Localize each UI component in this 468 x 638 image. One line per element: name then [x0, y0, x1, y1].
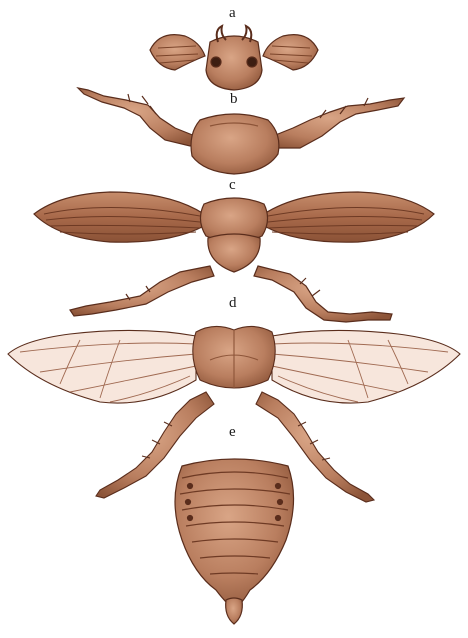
- label-a: a: [229, 6, 236, 21]
- right-middle-leg: [254, 266, 392, 322]
- label-e: e: [229, 425, 236, 440]
- right-lamellate-antenna: [263, 35, 318, 70]
- mesosternum: [208, 234, 260, 272]
- spiracle: [276, 484, 281, 489]
- right-elytron: [264, 192, 434, 242]
- right-eye: [247, 57, 257, 67]
- prothorax-part-b: [78, 88, 404, 174]
- label-c: c: [229, 178, 236, 193]
- left-elytron: [34, 192, 204, 242]
- label-d: d: [229, 296, 237, 311]
- spiracle: [188, 516, 193, 521]
- right-foreleg: [268, 98, 404, 148]
- head-part-a: [150, 26, 318, 90]
- spiracle: [278, 500, 283, 505]
- label-b: b: [230, 92, 238, 107]
- left-lamellate-antenna: [150, 35, 205, 70]
- left-foreleg: [78, 88, 200, 146]
- spiracle: [188, 484, 193, 489]
- spiracle: [186, 500, 191, 505]
- left-eye: [211, 57, 221, 67]
- pygidium-tip: [226, 598, 243, 624]
- spiracle: [276, 516, 281, 521]
- abdomen-segments: [175, 459, 294, 604]
- abdomen-part-e: [175, 459, 294, 624]
- left-middle-leg: [70, 266, 214, 316]
